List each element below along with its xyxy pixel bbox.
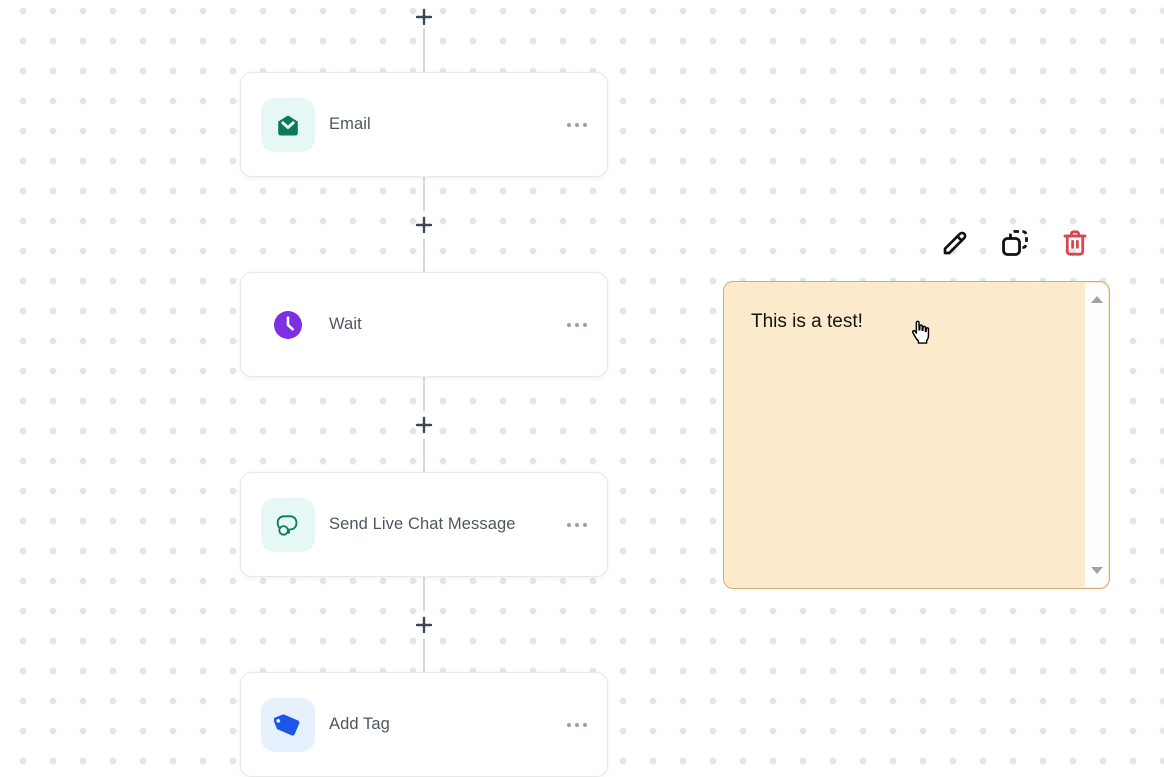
plus-icon <box>415 416 433 434</box>
note-scrollbar[interactable] <box>1085 283 1108 587</box>
duplicate-note-button[interactable] <box>998 226 1032 260</box>
node-menu-button[interactable] <box>565 317 589 333</box>
add-step-button[interactable] <box>414 7 434 27</box>
pencil-icon <box>943 231 967 255</box>
trash-icon <box>1063 230 1087 256</box>
edit-note-button[interactable] <box>938 226 972 260</box>
ellipsis-icon <box>567 322 587 327</box>
plus-icon <box>415 216 433 234</box>
node-label: Add Tag <box>329 715 390 733</box>
ellipsis-icon <box>567 522 587 527</box>
note-toolbar <box>938 226 1092 260</box>
connector-line <box>423 439 425 472</box>
duplicate-icon <box>1002 230 1028 256</box>
add-step-button[interactable] <box>414 615 434 635</box>
connector-line <box>423 177 425 211</box>
ellipsis-icon <box>567 122 587 127</box>
flow-node-email[interactable]: Email <box>240 72 608 177</box>
plus-icon <box>415 8 433 26</box>
sticky-note-text[interactable]: This is a test! <box>751 311 863 332</box>
connector-line <box>423 639 425 672</box>
flow-node-send-live-chat-message[interactable]: Send Live Chat Message <box>240 472 608 577</box>
scroll-up-icon[interactable] <box>1090 296 1103 303</box>
add-step-button[interactable] <box>414 415 434 435</box>
connector-line <box>423 28 425 72</box>
add-step-button[interactable] <box>414 215 434 235</box>
connector-line <box>423 577 425 611</box>
clock-icon <box>261 298 315 352</box>
plus-icon <box>415 616 433 634</box>
live-chat-icon <box>261 497 315 552</box>
node-label: Wait <box>329 315 362 333</box>
node-label: Email <box>329 115 371 133</box>
connector-line <box>423 239 425 272</box>
connector-line <box>423 377 425 411</box>
node-menu-button[interactable] <box>565 517 589 533</box>
scroll-down-icon[interactable] <box>1090 567 1103 574</box>
delete-note-button[interactable] <box>1058 226 1092 260</box>
node-menu-button[interactable] <box>565 717 589 733</box>
node-menu-button[interactable] <box>565 117 589 133</box>
flow-node-add-tag[interactable]: Add Tag <box>240 672 608 777</box>
node-label: Send Live Chat Message <box>329 515 516 533</box>
email-icon <box>261 97 315 152</box>
sticky-note[interactable]: This is a test! <box>723 281 1110 589</box>
tag-icon <box>261 697 315 752</box>
ellipsis-icon <box>567 722 587 727</box>
flow-node-wait[interactable]: Wait <box>240 272 608 377</box>
